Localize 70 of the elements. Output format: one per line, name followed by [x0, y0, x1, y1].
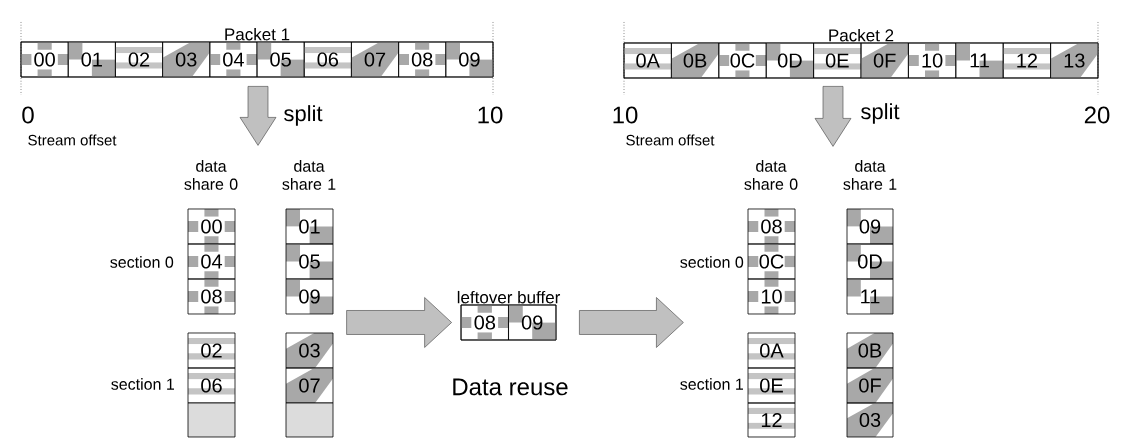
- offset-number: 10: [478, 106, 503, 124]
- data-cell: 03: [285, 332, 334, 369]
- data-cell: 10: [908, 42, 957, 79]
- node-label: leftover buffer: [457, 290, 561, 304]
- data-cell: 11: [955, 42, 1004, 79]
- data-cell: 05: [285, 243, 334, 280]
- row-label: section 0: [110, 256, 174, 268]
- data-cell: 09: [285, 278, 334, 315]
- data-cell: 01: [285, 208, 334, 245]
- data-cell: 04: [209, 41, 258, 78]
- data-cell: 02: [115, 41, 163, 78]
- data-cell: 07: [351, 41, 399, 78]
- block-arrow: [239, 86, 277, 146]
- row-label: section 0: [680, 256, 744, 268]
- data-cell: 08: [398, 41, 447, 78]
- data-cell: 0D: [765, 42, 814, 79]
- data-cell: 13: [1050, 42, 1099, 79]
- edge-label: split: [284, 105, 323, 126]
- data-cell: 0A: [747, 332, 796, 369]
- caption: Data reuse: [453, 378, 568, 396]
- offset-number: 0: [22, 106, 34, 124]
- column-heading: data share 1: [282, 160, 336, 190]
- data-cell: 06: [303, 41, 352, 78]
- data-cell: 02: [187, 332, 236, 369]
- block-arrow: [579, 297, 684, 348]
- row-label: section 1: [680, 378, 743, 390]
- data-cell: 12: [747, 402, 796, 438]
- data-cell: 0C: [718, 42, 767, 79]
- data-cell: 0D: [846, 243, 894, 280]
- data-cell: 05: [256, 41, 305, 78]
- column-heading: data share 0: [184, 160, 238, 190]
- data-cell: 0B: [671, 42, 720, 79]
- data-cell: 10: [747, 278, 796, 315]
- data-cell: 07: [285, 367, 334, 404]
- empty-cell: [285, 402, 334, 438]
- axis-label: Stream offset: [28, 134, 117, 146]
- node-label: Packet 1: [225, 27, 290, 41]
- data-cell: 09: [508, 304, 557, 341]
- axis-label: Stream offset: [626, 134, 715, 146]
- empty-cell: [187, 402, 236, 438]
- data-cell: 06: [187, 367, 236, 404]
- row-label: section 1: [111, 378, 174, 390]
- data-cell: 0A: [623, 42, 672, 79]
- data-cell: 00: [20, 41, 69, 78]
- data-cell: 0F: [846, 367, 894, 404]
- data-cell: 0E: [747, 367, 796, 404]
- node-label: Packet 2: [829, 28, 894, 42]
- data-cell: 0E: [813, 42, 862, 79]
- data-cell: 08: [747, 208, 796, 245]
- block-arrow: [346, 297, 452, 348]
- offset-number: 20: [1084, 106, 1110, 124]
- data-cell: 12: [1002, 42, 1051, 79]
- data-cell: 11: [846, 278, 894, 315]
- data-cell: 03: [162, 41, 211, 78]
- data-cell: 0F: [860, 42, 909, 79]
- data-cell: 09: [445, 41, 494, 78]
- offset-number: 10: [613, 106, 638, 124]
- data-cell: 04: [187, 243, 236, 280]
- column-heading: data share 0: [744, 160, 798, 190]
- data-cell: 01: [67, 41, 116, 78]
- data-cell: 03: [846, 402, 894, 438]
- column-heading: data share 1: [843, 160, 897, 190]
- data-cell: 0B: [846, 332, 894, 369]
- block-arrow: [814, 86, 852, 147]
- edge-label: split: [861, 103, 900, 124]
- data-cell: 0C: [747, 243, 796, 280]
- data-cell: 09: [846, 208, 894, 245]
- data-cell: 00: [187, 208, 236, 245]
- data-cell: 08: [460, 304, 509, 341]
- data-cell: 08: [187, 278, 236, 315]
